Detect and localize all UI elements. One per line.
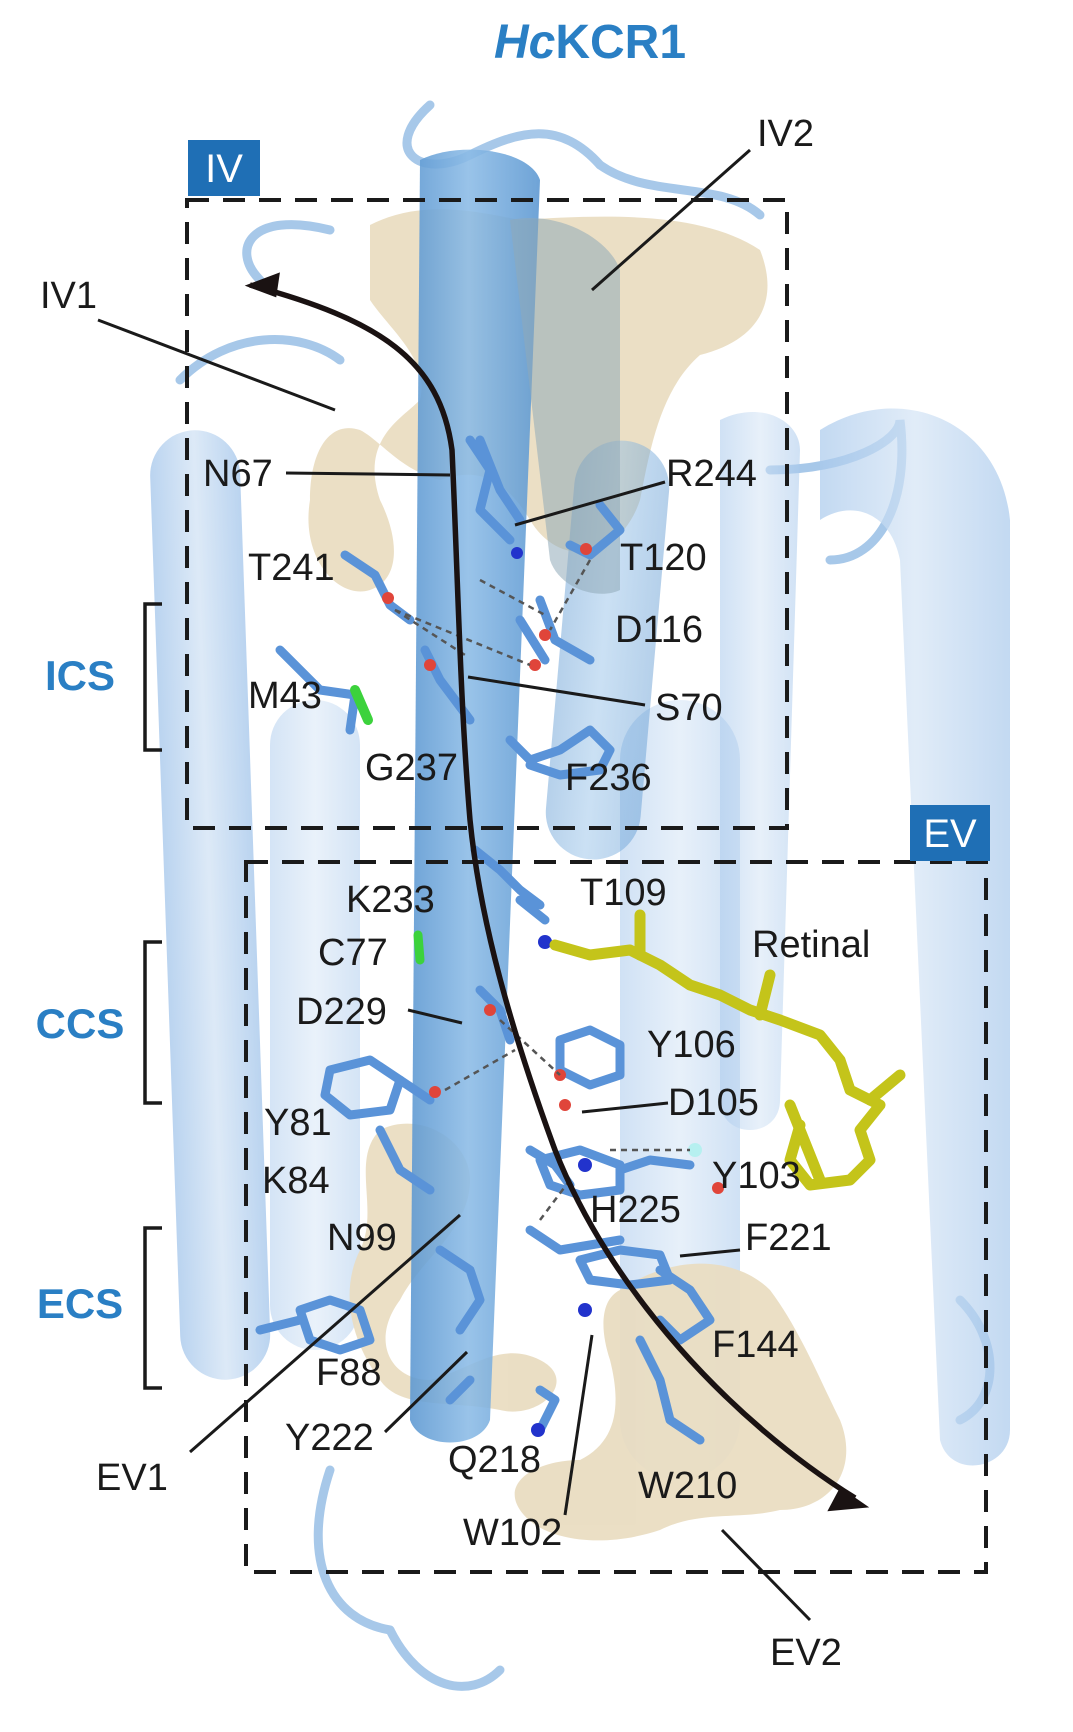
label-f88: F88 (316, 1352, 381, 1394)
iv-box (185, 198, 789, 830)
hydrogen-bonds (394, 559, 690, 1221)
ev2-cavity (514, 1263, 847, 1541)
ccs-label: CCS (36, 1000, 125, 1047)
label-d229: D229 (296, 991, 387, 1033)
residue-labels: N67 R244 T241 T120 D116 M43 S70 G237 F23… (203, 453, 832, 1554)
label-f236: F236 (565, 757, 652, 799)
label-d105: D105 (668, 1082, 759, 1124)
label-s70: S70 (655, 687, 723, 729)
iv-tag-text: IV (205, 147, 243, 191)
label-y81: Y81 (264, 1102, 332, 1144)
arrow-head-ev (827, 1487, 870, 1512)
title-italic: Hc (494, 16, 555, 69)
label-y103: Y103 (712, 1155, 801, 1197)
label-g237: G237 (365, 747, 458, 789)
arrow-head-iv (244, 272, 280, 298)
label-c77: C77 (318, 932, 388, 974)
label-f221: F221 (745, 1217, 832, 1259)
label-iv1: IV1 (40, 275, 97, 317)
label-m43: M43 (248, 675, 322, 717)
side-chain-sticks (255, 435, 715, 1445)
leader-lines (97, 148, 812, 1622)
label-t109: T109 (580, 872, 667, 914)
ics-bracket (143, 602, 162, 752)
label-n67: N67 (203, 453, 273, 495)
label-iv2: IV2 (757, 113, 814, 155)
label-q218: Q218 (448, 1439, 541, 1481)
label-ev1: EV1 (96, 1457, 168, 1499)
ecs-bracket (143, 1226, 162, 1390)
ev1-cavity (349, 1123, 557, 1412)
atom-highlights (350, 543, 724, 1437)
main-helices (410, 149, 670, 1443)
label-n99: N99 (327, 1217, 397, 1259)
label-f144: F144 (712, 1324, 799, 1366)
label-y106: Y106 (647, 1024, 736, 1066)
title-regular: KCR1 (555, 16, 686, 69)
label-r244: R244 (666, 453, 757, 495)
label-retinal: Retinal (752, 924, 870, 966)
label-w102: W102 (463, 1512, 562, 1554)
label-k233: K233 (346, 879, 435, 921)
label-k84: K84 (262, 1160, 330, 1202)
label-t241: T241 (248, 547, 335, 589)
figure-title: HcKCR1 (494, 16, 686, 69)
ev-tag-text: EV (923, 812, 977, 856)
iv-tag: IV (188, 140, 260, 196)
label-d116: D116 (615, 609, 703, 651)
ev-tag: EV (910, 805, 990, 861)
ev-box (244, 860, 988, 1574)
retinal-molecule (549, 909, 906, 1191)
ccs-bracket (143, 940, 162, 1105)
region-brackets (143, 602, 162, 1390)
ecs-label: ECS (37, 1280, 123, 1327)
permeation-arrow (249, 282, 857, 1501)
label-ev2: EV2 (770, 1632, 842, 1674)
label-y222: Y222 (285, 1417, 374, 1459)
label-h225: H225 (590, 1189, 681, 1231)
label-t120: T120 (620, 537, 707, 579)
label-w210: W210 (638, 1465, 737, 1507)
ics-label: ICS (45, 652, 115, 699)
